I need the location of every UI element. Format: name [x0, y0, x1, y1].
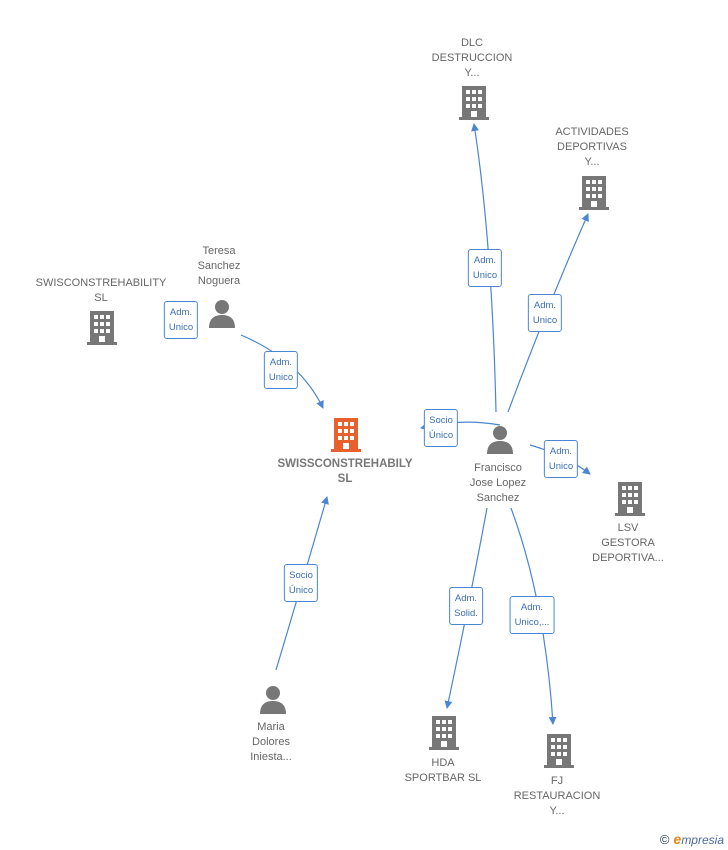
building-icon-dlc[interactable]	[459, 86, 489, 120]
edge-label-francisco-actividades: Adm. Unico	[527, 294, 563, 332]
edge-label-francisco-socio: Socio Único	[423, 409, 459, 447]
person-label-francisco[interactable]: Francisco Jose Lopez Sanchez	[469, 462, 527, 504]
company-label-dlc[interactable]: DLC DESTRUCCION Y...	[431, 37, 513, 79]
person-label-maria[interactable]: Maria Dolores Iniesta...	[250, 721, 292, 763]
building-icon-actividades[interactable]	[579, 176, 609, 210]
edge-label-francisco-fj: Adm. Unico,...	[509, 596, 555, 634]
person-icon-francisco[interactable]	[485, 424, 515, 454]
building-icon-center[interactable]	[331, 418, 361, 452]
brand-logo: empresia	[673, 831, 724, 847]
building-icon-lsv[interactable]	[615, 482, 645, 516]
company-label-hda[interactable]: HDA SPORTBAR SL	[404, 757, 482, 784]
company-label-fj[interactable]: FJ RESTAURACION Y...	[513, 775, 601, 817]
copyright-icon: ©	[659, 831, 670, 847]
footer-brand[interactable]: © empresia	[660, 831, 724, 847]
edge-label-teresa-adm-left: Adm. Unico	[163, 301, 199, 339]
person-icon-teresa[interactable]	[207, 298, 237, 328]
edge-label-teresa-adm: Adm. Unico	[263, 351, 299, 389]
person-icon-maria[interactable]	[258, 684, 288, 714]
building-icon-swisconstrehability[interactable]	[87, 311, 117, 345]
person-label-teresa[interactable]: Teresa Sanchez Noguera	[197, 245, 241, 287]
edge-label-francisco-hda: Adm. Solid.	[449, 587, 483, 625]
company-label-actividades[interactable]: ACTIVIDADES DEPORTIVAS Y...	[555, 126, 629, 168]
company-label-lsv[interactable]: LSV GESTORA DEPORTIVA...	[592, 522, 664, 564]
building-icon-hda[interactable]	[429, 716, 459, 750]
edge-label-francisco-lsv: Adm. Unico	[543, 440, 579, 478]
company-label-swisconstrehability[interactable]: SWISCONSTREHABILITY SL	[35, 277, 167, 304]
building-icon-fj[interactable]	[544, 734, 574, 768]
edge-label-francisco-dlc: Adm. Unico	[467, 249, 503, 287]
company-label-center[interactable]: SWISSCONSTREHABILY SL	[277, 458, 413, 485]
edge-label-maria-socio: Socio Único	[283, 564, 319, 602]
